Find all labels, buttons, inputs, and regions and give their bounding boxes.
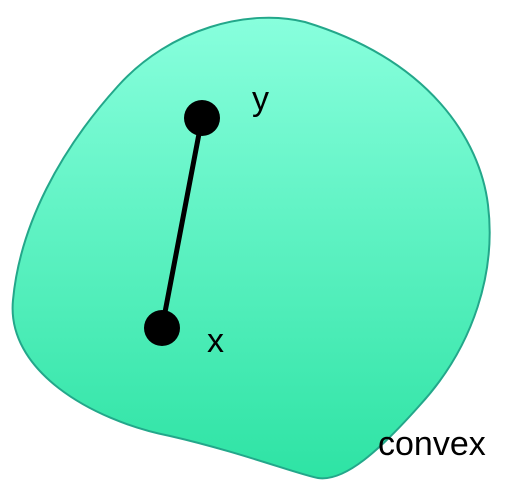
convex-region-shape [11, 16, 491, 480]
point-y [184, 100, 220, 136]
point-x-label: x [207, 322, 224, 360]
segment-x-to-y [159, 115, 205, 331]
point-x [144, 310, 180, 346]
point-y-label: y [252, 80, 269, 118]
convex-caption: convex [378, 425, 486, 463]
